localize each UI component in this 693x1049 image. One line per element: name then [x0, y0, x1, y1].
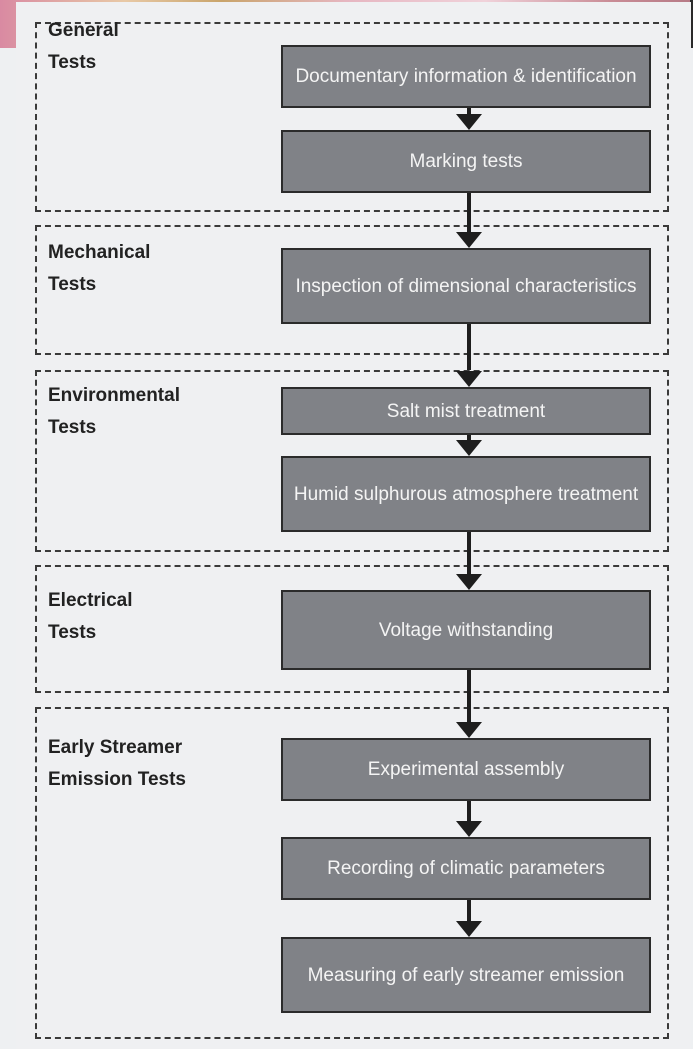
- step-early-streamer-emission: Measuring of early streamer emission: [281, 937, 651, 1013]
- connector-line: [467, 324, 471, 370]
- section-mechanical: [35, 225, 669, 355]
- connector-line: [467, 532, 471, 576]
- section-label-environmental: Environmental Tests: [48, 385, 180, 438]
- section-environmental: [35, 370, 669, 552]
- section-general: [35, 22, 669, 212]
- photo-edge: [690, 0, 693, 48]
- step-marking-tests: Marking tests: [281, 130, 651, 193]
- section-label-early-streamer: Early Streamer Emission Tests: [48, 737, 186, 790]
- section-early-streamer: [35, 707, 669, 1039]
- step-humid-sulphurous: Humid sulphurous atmosphere treatment: [281, 456, 651, 532]
- connector-arrow: [456, 440, 482, 456]
- step-documentary-information: Documentary information & identification: [281, 45, 651, 108]
- section-label-general: General Tests: [48, 20, 119, 73]
- connector-line: [467, 801, 471, 823]
- connector-line: [467, 900, 471, 922]
- step-climatic-parameters: Recording of climatic parameters: [281, 837, 651, 900]
- connector-arrow: [456, 114, 482, 130]
- step-salt-mist: Salt mist treatment: [281, 387, 651, 435]
- step-dimensional-inspection: Inspection of dimensional characteristic…: [281, 248, 651, 324]
- section-electrical: [35, 565, 669, 693]
- connector-arrow: [456, 232, 482, 248]
- connector-line: [467, 193, 471, 233]
- connector-line: [467, 108, 471, 116]
- connector-line: [467, 670, 471, 722]
- step-voltage-withstanding: Voltage withstanding: [281, 590, 651, 670]
- connector-arrow: [456, 722, 482, 738]
- section-label-mechanical: Mechanical Tests: [48, 242, 151, 295]
- connector-arrow: [456, 371, 482, 387]
- connector-arrow: [456, 574, 482, 590]
- section-label-electrical: Electrical Tests: [48, 590, 133, 643]
- connector-arrow: [456, 921, 482, 937]
- connector-line: [467, 435, 471, 441]
- connector-arrow: [456, 821, 482, 837]
- step-experimental-assembly: Experimental assembly: [281, 738, 651, 801]
